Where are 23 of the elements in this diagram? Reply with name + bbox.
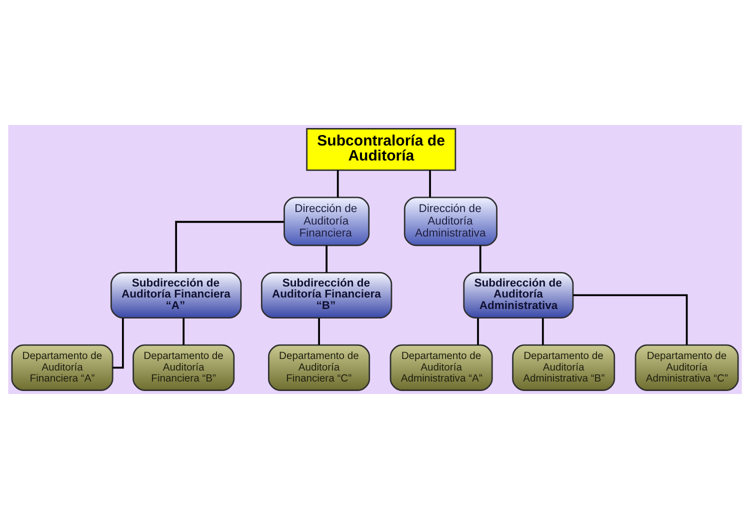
connector (573, 294, 688, 344)
connector (326, 245, 328, 272)
node-box: Subcontraloría de Auditoría (306, 128, 456, 170)
node-box: Dirección de Auditoría Financiera (284, 196, 370, 246)
node-box: Subdirección de Auditoría Administrativa (463, 271, 574, 318)
connector (182, 318, 185, 344)
node-box: Subdirección de Auditoría Financiera “B” (260, 271, 392, 318)
node-box: Departamento de Auditoría Financiera “A” (11, 344, 114, 390)
connector (542, 318, 544, 344)
node-box: Departamento de Auditoría Administrativa “B” (512, 344, 616, 390)
node-box: Dirección de Auditoría Administrativa (404, 196, 498, 246)
connector (479, 245, 482, 272)
node-box: Departamento de Auditoría Administrativa “C” (634, 344, 739, 390)
node-box: Departamento de Auditoría Financiera “B” (132, 344, 235, 390)
node-box: Departamento de Auditoría Administrativa “A” (390, 344, 493, 390)
connector (477, 318, 479, 344)
connector (429, 170, 431, 197)
connector (318, 318, 320, 344)
node-box: Departamento de Auditoría Financiera “C” (268, 344, 370, 390)
connector (112, 318, 124, 368)
node-box: Subdirección de Auditoría Financiera “A” (110, 271, 242, 318)
connector (175, 220, 284, 272)
connector (336, 170, 339, 197)
